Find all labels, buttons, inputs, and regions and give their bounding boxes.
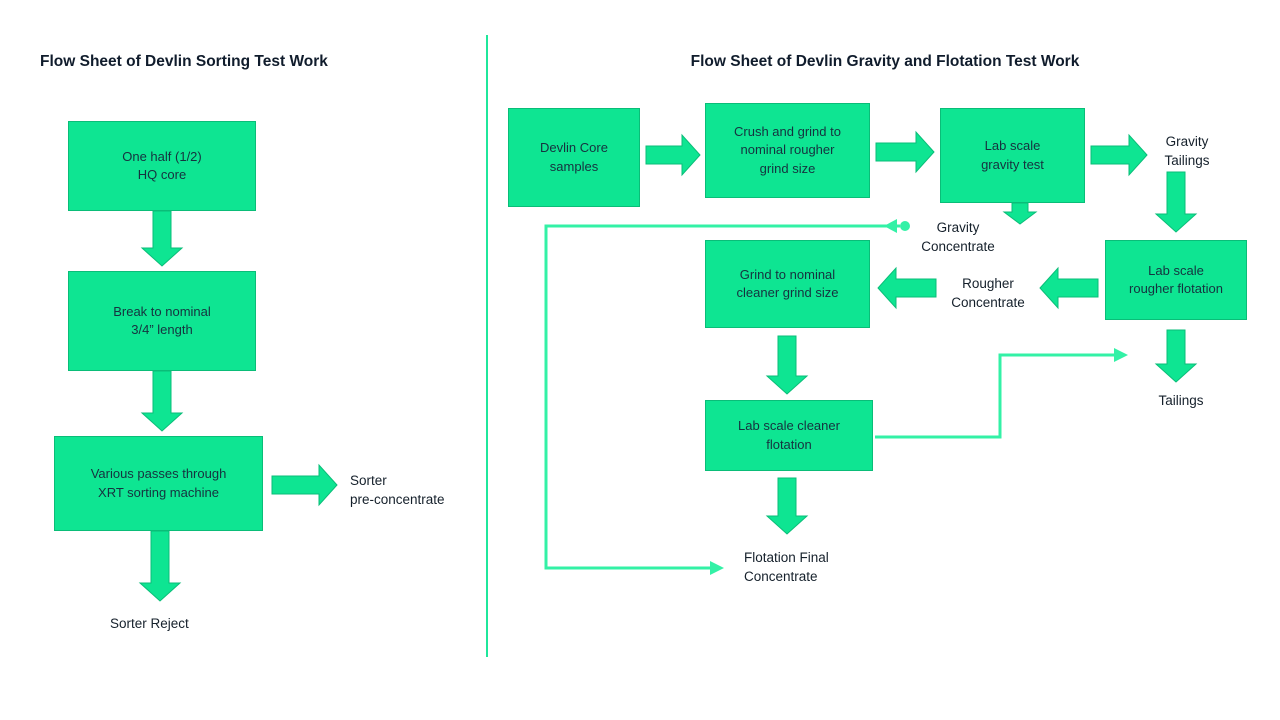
- label-tailings: Tailings: [1158, 393, 1204, 408]
- right-flowsheet-title: Flow Sheet of Devlin Gravity and Flotati…: [690, 53, 1080, 70]
- node-break-to-nominal-length: Break to nominal 3/4” length: [68, 271, 256, 371]
- node-xrt-sorting-machine: Various passes through XRT sorting machi…: [54, 436, 263, 531]
- arrow-gravity-tailings-to-rougher-flotation: [1154, 171, 1198, 233]
- line-gravity-concentrate-to-final-concentrate: [544, 224, 900, 570]
- label-flotation-final-concentrate: Flotation Final Concentrate: [744, 550, 829, 584]
- node-lab-scale-rougher-flotation: Lab scale rougher flotation: [1105, 240, 1247, 320]
- arrow-crush-to-gravity-test: [875, 130, 935, 174]
- node-lab-scale-gravity-test: Lab scale gravity test: [940, 108, 1085, 203]
- label-gravity-concentrate: Gravity Concentrate: [921, 220, 995, 254]
- final-concentrate-arrowhead: [710, 561, 724, 575]
- arrow-rougher-concentrate-to-cleaner-grind: [877, 266, 937, 310]
- cleaner-tailings-arrowhead: [1114, 348, 1128, 362]
- line-cleaner-flotation-to-tailings: [875, 353, 1116, 439]
- arrow-gravity-test-to-gravity-tailings: [1090, 133, 1148, 177]
- arrow-core-to-crush: [645, 133, 701, 177]
- left-flowsheet-title: Flow Sheet of Devlin Sorting Test Work: [40, 53, 328, 70]
- node-grind-to-cleaner-grind-size: Grind to nominal cleaner grind size: [705, 240, 870, 328]
- section-divider: [486, 35, 488, 657]
- node-crush-and-grind: Crush and grind to nominal rougher grind…: [705, 103, 870, 198]
- arrow-rougher-flotation-to-rougher-concentrate: [1039, 266, 1099, 310]
- arrow-sorting-to-pre-concentrate: [271, 463, 338, 507]
- node-one-half-hq-core: One half (1/2) HQ core: [68, 121, 256, 211]
- arrow-hq-core-to-break: [140, 210, 184, 267]
- arrow-cleaner-grind-to-cleaner-flotation: [765, 335, 809, 395]
- label-sorter-reject: Sorter Reject: [110, 616, 189, 631]
- node-devlin-core-samples: Devlin Core samples: [508, 108, 640, 207]
- label-sorter-pre-concentrate: Sorter pre-concentrate: [350, 473, 445, 507]
- arrow-gravity-test-to-gravity-concentrate: [1002, 202, 1038, 225]
- arrow-rougher-flotation-to-tailings: [1154, 329, 1198, 383]
- node-lab-scale-cleaner-flotation: Lab scale cleaner flotation: [705, 400, 873, 471]
- arrow-break-to-sorting: [140, 370, 184, 432]
- arrow-sorting-to-reject: [138, 530, 182, 602]
- label-rougher-concentrate: Rougher Concentrate: [951, 276, 1025, 310]
- arrow-cleaner-flotation-to-final-concentrate: [765, 477, 809, 535]
- gravity-concentrate-junction-dot: [900, 221, 910, 231]
- label-gravity-tailings: Gravity Tailings: [1164, 134, 1210, 168]
